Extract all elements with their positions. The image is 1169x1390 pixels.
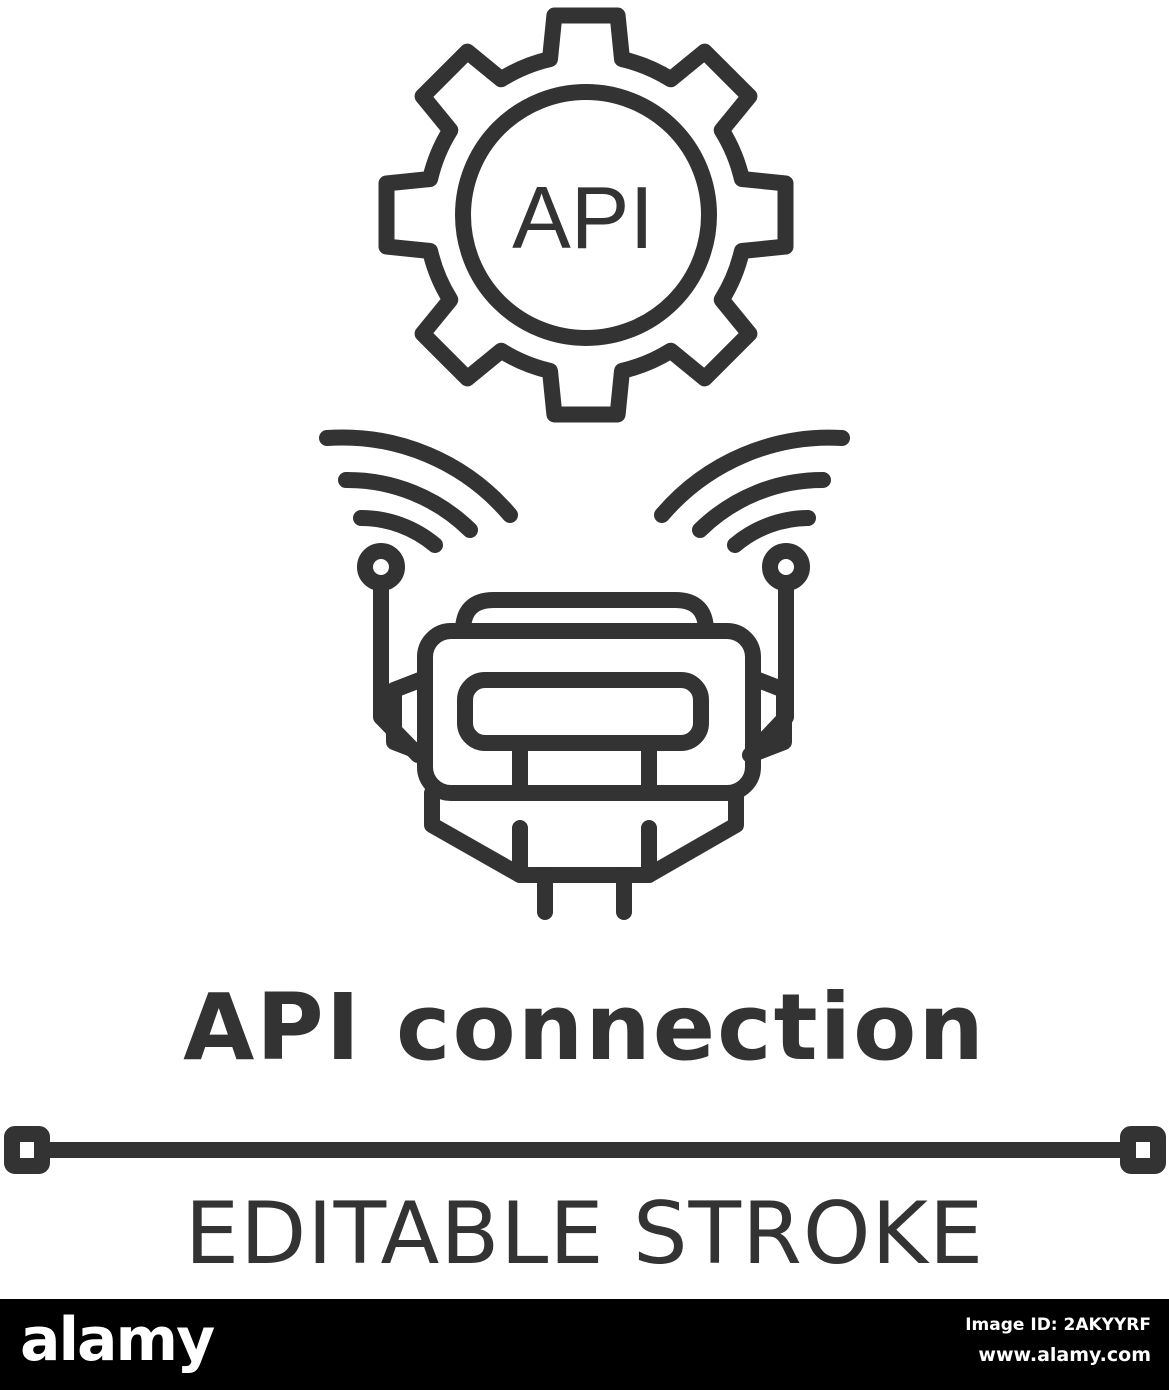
brand-logo: alamy — [20, 1305, 215, 1375]
image-id-text: Image ID: 2AKYYRF — [965, 1315, 1151, 1335]
api-connection-illustration: API — [4, 7, 1166, 1174]
footer-bar: alamy Image ID: 2AKYYRF www.alamy.com — [0, 1299, 1169, 1390]
gear-label: API — [512, 168, 654, 267]
gear-icon — [378, 7, 794, 423]
robot-visor — [457, 672, 709, 751]
icon-title: API connection — [183, 974, 986, 1081]
left-signal-waves-icon — [319, 429, 518, 553]
stroke-caption: EDITABLE STROKE — [184, 1184, 985, 1284]
site-url-text: www.alamy.com — [978, 1344, 1151, 1366]
editable-stroke-line — [4, 1126, 1166, 1174]
robot-head-icon — [386, 592, 792, 920]
right-signal-waves-icon — [654, 429, 850, 553]
gear-inner-circle — [455, 84, 717, 346]
